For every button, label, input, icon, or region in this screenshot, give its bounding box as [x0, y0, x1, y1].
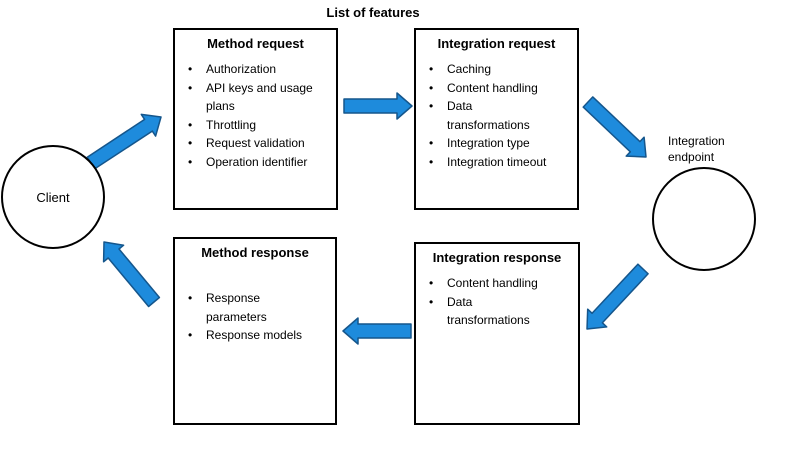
feature-item: Data transformations — [428, 293, 572, 330]
integration-response-box: Integration response Content handlingDat… — [414, 242, 580, 425]
method-response-box: Method response Response parametersRespo… — [173, 237, 337, 425]
integration-request-feature-list: CachingContent handlingData transformati… — [416, 60, 577, 171]
arrow-method-response-to-client — [102, 241, 161, 308]
method-request-title: Method request — [207, 36, 304, 51]
diagram-title: List of features — [326, 5, 420, 20]
integration-endpoint-node — [652, 167, 756, 271]
arrow-integration-response-to-method-response — [342, 317, 412, 345]
feature-item: Response parameters — [187, 289, 329, 326]
feature-item: Response models — [187, 326, 329, 345]
feature-item: API keys and usage plans — [187, 79, 330, 116]
feature-item: Operation identifier — [187, 153, 330, 172]
integration-request-title: Integration request — [437, 36, 556, 51]
integration-response-title: Integration response — [432, 250, 562, 265]
method-response-title: Method response — [201, 245, 309, 260]
arrow-integration-request-to-integration-endpoint — [582, 96, 647, 158]
arrow-method-request-to-integration-request — [343, 92, 413, 120]
feature-item: Authorization — [187, 60, 330, 79]
client-label: Client — [36, 189, 70, 205]
integration-endpoint-label: Integration endpoint — [668, 134, 725, 164]
method-request-feature-list: AuthorizationAPI keys and usage plansThr… — [175, 60, 336, 171]
feature-item: Throttling — [187, 116, 330, 135]
feature-item: Request validation — [187, 134, 330, 153]
feature-item: Content handling — [428, 274, 572, 293]
feature-item: Integration timeout — [428, 153, 571, 172]
arrow-client-to-method-request — [86, 113, 162, 170]
method-request-box: Method request AuthorizationAPI keys and… — [173, 28, 338, 210]
arrow-integration-endpoint-to-integration-response — [586, 263, 649, 330]
feature-item: Content handling — [428, 79, 571, 98]
feature-item: Integration type — [428, 134, 571, 153]
feature-item: Data transformations — [428, 97, 571, 134]
method-response-feature-list: Response parametersResponse models — [175, 289, 335, 345]
integration-request-box: Integration request CachingContent handl… — [414, 28, 579, 210]
client-node: Client — [1, 145, 105, 249]
feature-item: Caching — [428, 60, 571, 79]
integration-response-feature-list: Content handlingData transformations — [416, 274, 578, 330]
